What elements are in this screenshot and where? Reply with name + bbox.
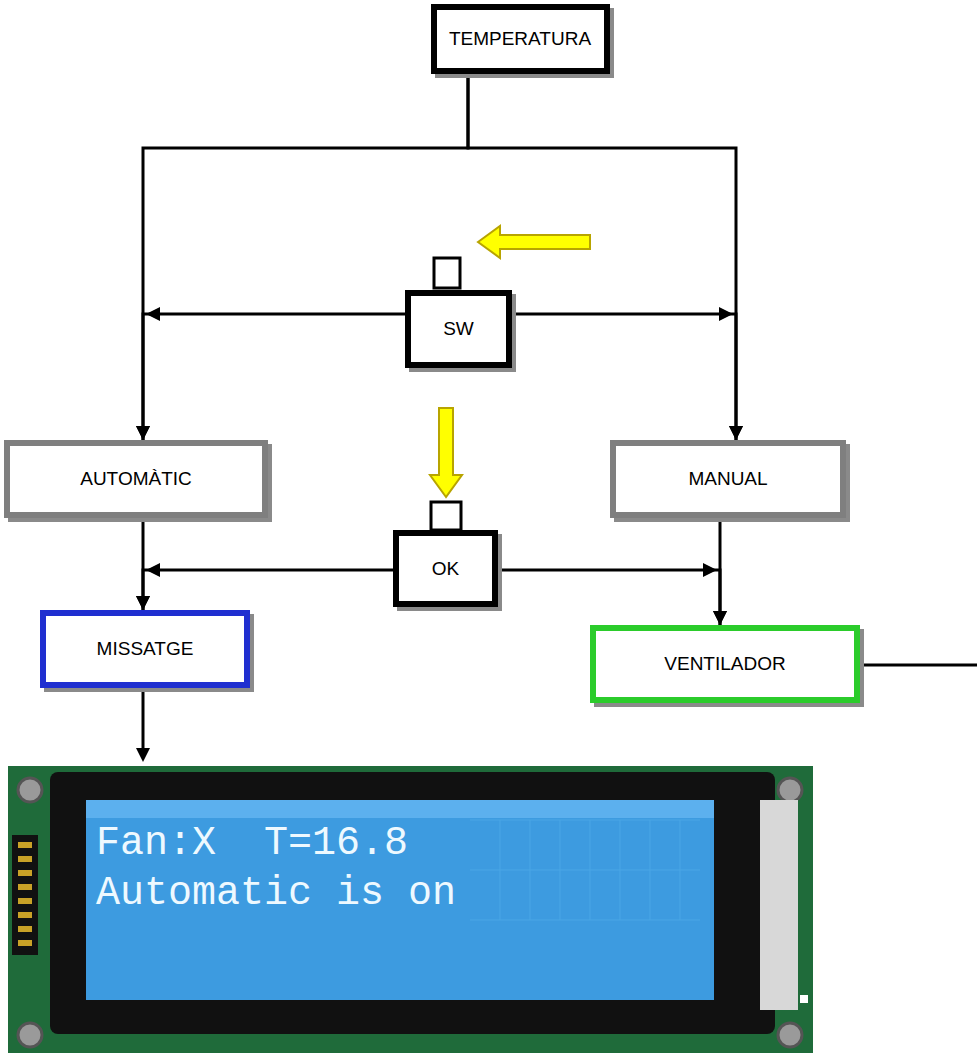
node-label: SW <box>443 318 474 340</box>
connector-line <box>468 74 736 440</box>
button-cap <box>434 258 460 288</box>
arrow-head <box>136 596 150 610</box>
arrow-head <box>703 563 717 577</box>
arrow-head <box>713 611 727 625</box>
connector <box>136 518 150 610</box>
input-box: TEMPERATURA <box>431 4 610 74</box>
arrow-head <box>136 426 150 440</box>
mode-box: AUTOMÀTIC <box>4 440 268 518</box>
node-label: TEMPERATURA <box>449 28 591 50</box>
connector <box>512 307 743 440</box>
connector <box>136 307 405 440</box>
arrow-head <box>146 563 160 577</box>
connector <box>136 74 468 440</box>
press-arrow <box>478 226 590 258</box>
connector-line <box>143 314 405 440</box>
leader-head <box>136 748 150 762</box>
connector <box>498 563 727 625</box>
press-arrow <box>430 408 462 497</box>
arrow-head <box>729 426 743 440</box>
arrow-head <box>719 307 733 321</box>
connector <box>136 563 393 610</box>
connector-line <box>143 570 393 610</box>
output-box: VENTILADOR <box>590 625 860 703</box>
connector-line <box>143 74 468 440</box>
node-label: MISSATGE <box>97 638 194 660</box>
leader-line <box>142 690 145 750</box>
output-box: MISSATGE <box>40 610 250 688</box>
connector <box>468 74 743 440</box>
mode-box: MANUAL <box>610 440 846 518</box>
node-label: VENTILADOR <box>664 653 785 675</box>
connector-line <box>498 570 720 625</box>
node-label: MANUAL <box>688 468 767 490</box>
switch-box: SW <box>405 290 512 368</box>
confirm-box: OK <box>393 530 498 607</box>
node-label: OK <box>432 558 459 580</box>
arrow-head <box>713 611 727 625</box>
arrow-head <box>136 426 150 440</box>
node-label: AUTOMÀTIC <box>80 468 192 490</box>
lcd-module <box>8 766 813 1053</box>
lcd-text: Fan:X T=16.8 <box>96 824 408 864</box>
arrow-head <box>146 307 160 321</box>
arrow-head <box>136 596 150 610</box>
button-cap <box>431 502 461 530</box>
output-wire <box>860 664 977 667</box>
arrow-head <box>729 426 743 440</box>
lcd-text: Automatic is on <box>96 874 456 914</box>
connector-line <box>512 314 736 440</box>
